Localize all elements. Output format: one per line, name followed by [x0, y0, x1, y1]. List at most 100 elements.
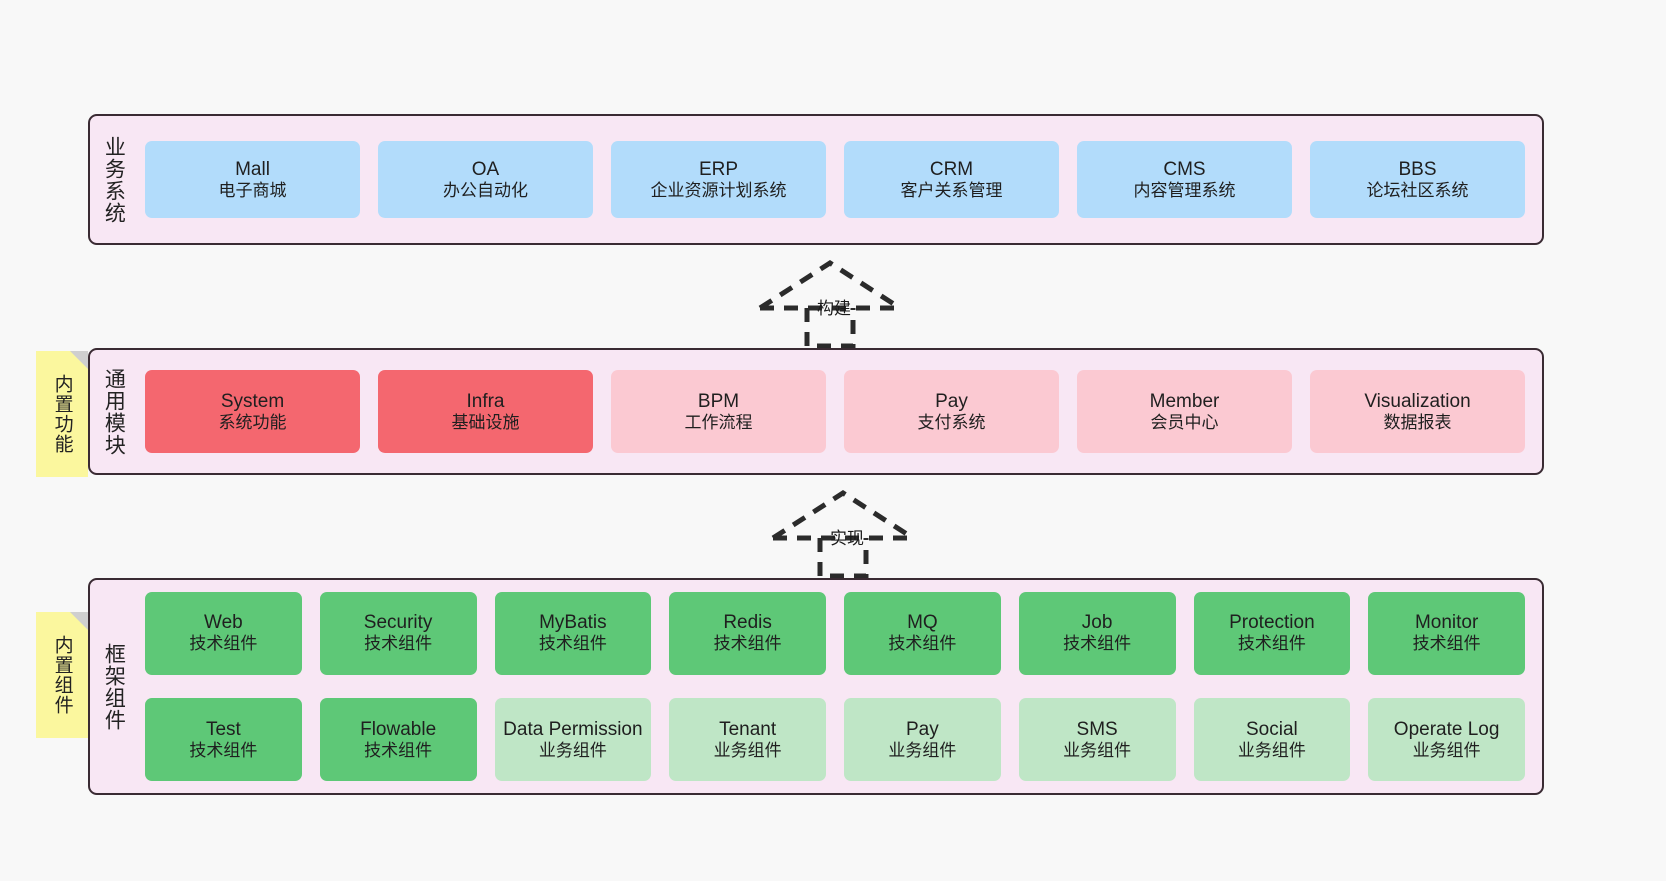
node-bbs-cn: 论坛社区系统 [1366, 180, 1469, 200]
node-job[interactable]: Job 技术组件 [1018, 591, 1176, 675]
node-bpm-en: BPM [697, 390, 740, 412]
node-tenant-en: Tenant [719, 718, 777, 740]
node-oa-cn: 办公自动化 [443, 180, 528, 200]
node-cms[interactable]: CMS 内容管理系统 [1077, 141, 1292, 218]
node-crm[interactable]: CRM 客户关系管理 [844, 141, 1059, 218]
node-data-permission-cn: 业务组件 [538, 740, 607, 760]
node-security-cn: 技术组件 [364, 634, 433, 654]
node-oa[interactable]: OA 办公自动化 [378, 141, 593, 218]
layer-body-common: System 系统功能 Infra 基础设施 BPM 工作流程 Pay 支付系统… [136, 350, 1542, 473]
node-tenant[interactable]: Tenant 业务组件 [669, 698, 826, 782]
node-infra-en: Infra [466, 390, 505, 412]
node-sms-cn: 业务组件 [1063, 740, 1132, 760]
node-data-permission[interactable]: Data Permission 业务组件 [494, 698, 652, 782]
node-security[interactable]: Security 技术组件 [319, 591, 477, 675]
node-sms-en: SMS [1076, 718, 1118, 740]
node-mall-en: Mall [235, 158, 270, 180]
node-mq-cn: 技术组件 [888, 634, 957, 654]
node-visualization-cn: 数据报表 [1383, 412, 1452, 432]
arrow-implement: 实现 [768, 488, 918, 579]
node-protection-cn: 技术组件 [1237, 634, 1306, 654]
node-system-en: System [220, 390, 285, 412]
node-operate-log-cn: 业务组件 [1412, 740, 1481, 760]
layer-framework-components[interactable]: 框架组件 Web 技术组件 Security 技术组件 MyBatis 技术组件… [88, 578, 1544, 795]
layer-common-modules[interactable]: 通用模块 System 系统功能 Infra 基础设施 BPM 工作流程 Pay [88, 348, 1544, 475]
node-job-en: Job [1081, 612, 1113, 634]
node-data-permission-en: Data Permission [503, 718, 643, 740]
node-member-en: Member [1149, 390, 1220, 412]
node-pay-module[interactable]: Pay 支付系统 [844, 370, 1059, 453]
node-pay-component-cn: 业务组件 [888, 740, 957, 760]
layer-body-framework: Web 技术组件 Security 技术组件 MyBatis 技术组件 Redi… [136, 580, 1542, 793]
framework-tech-row: Web 技术组件 Security 技术组件 MyBatis 技术组件 Redi… [136, 580, 1534, 687]
business-node-row: Mall 电子商城 OA 办公自动化 ERP 企业资源计划系统 CRM 客户关系… [136, 116, 1534, 243]
note-builtin-components[interactable]: 内置组件 [36, 612, 88, 738]
layer-body-business: Mall 电子商城 OA 办公自动化 ERP 企业资源计划系统 CRM 客户关系… [136, 116, 1542, 243]
node-web-en: Web [204, 612, 243, 634]
node-pay-component[interactable]: Pay 业务组件 [844, 698, 1001, 782]
node-test-en: Test [205, 718, 241, 740]
node-system-cn: 系统功能 [218, 412, 287, 432]
node-monitor[interactable]: Monitor 技术组件 [1368, 591, 1525, 675]
node-oa-en: OA [471, 158, 500, 180]
node-test[interactable]: Test 技术组件 [145, 698, 302, 782]
arrow-implement-label: 实现 [830, 529, 864, 548]
node-mq-en: MQ [907, 612, 938, 634]
node-job-cn: 技术组件 [1063, 634, 1132, 654]
node-redis-en: Redis [723, 612, 772, 634]
node-bbs[interactable]: BBS 论坛社区系统 [1310, 141, 1525, 218]
node-mybatis-en: MyBatis [539, 612, 607, 634]
node-social-en: Social [1246, 718, 1298, 740]
node-web[interactable]: Web 技术组件 [145, 591, 302, 675]
node-pay-module-cn: 支付系统 [917, 412, 986, 432]
layer-title-business: 业务系统 [102, 135, 126, 224]
node-infra[interactable]: Infra 基础设施 [378, 370, 593, 453]
note-builtin-components-label: 内置组件 [51, 635, 73, 715]
node-web-cn: 技术组件 [189, 634, 258, 654]
node-social[interactable]: Social 业务组件 [1193, 698, 1351, 782]
arrow-build: 构建 [755, 258, 905, 349]
arrow-build-label: 构建 [817, 299, 851, 318]
node-mybatis-cn: 技术组件 [538, 634, 607, 654]
node-bpm-cn: 工作流程 [684, 412, 753, 432]
node-flowable[interactable]: Flowable 技术组件 [319, 698, 477, 782]
node-erp-cn: 企业资源计划系统 [650, 180, 787, 200]
node-social-cn: 业务组件 [1237, 740, 1306, 760]
node-pay-component-en: Pay [906, 718, 939, 740]
node-member[interactable]: Member 会员中心 [1077, 370, 1292, 453]
node-mq[interactable]: MQ 技术组件 [844, 591, 1001, 675]
node-tenant-cn: 业务组件 [713, 740, 782, 760]
node-pay-module-en: Pay [935, 390, 968, 412]
framework-biz-row: Test 技术组件 Flowable 技术组件 Data Permission … [136, 687, 1534, 794]
node-flowable-cn: 技术组件 [364, 740, 433, 760]
node-monitor-en: Monitor [1414, 612, 1479, 634]
node-protection-en: Protection [1229, 612, 1315, 634]
node-cms-en: CMS [1163, 158, 1206, 180]
node-mybatis[interactable]: MyBatis 技术组件 [494, 591, 652, 675]
note-builtin-functions[interactable]: 内置功能 [36, 351, 88, 477]
node-bpm[interactable]: BPM 工作流程 [611, 370, 826, 453]
layer-business-systems[interactable]: 业务系统 Mall 电子商城 OA 办公自动化 ERP 企业资源计划系统 CRM [88, 114, 1544, 245]
node-security-en: Security [363, 612, 433, 634]
node-erp-en: ERP [698, 158, 739, 180]
node-crm-en: CRM [929, 158, 974, 180]
node-member-cn: 会员中心 [1150, 412, 1219, 432]
node-mall[interactable]: Mall 电子商城 [145, 141, 360, 218]
node-bbs-en: BBS [1398, 158, 1437, 180]
note-fold-icon [70, 612, 88, 630]
node-erp[interactable]: ERP 企业资源计划系统 [611, 141, 826, 218]
layer-title-common: 通用模块 [102, 367, 126, 456]
arrow-implement-glyph [771, 490, 915, 579]
node-monitor-cn: 技术组件 [1412, 634, 1481, 654]
node-test-cn: 技术组件 [189, 740, 258, 760]
node-redis-cn: 技术组件 [713, 634, 782, 654]
node-sms[interactable]: SMS 业务组件 [1018, 698, 1176, 782]
note-fold-icon [70, 351, 88, 369]
node-operate-log-en: Operate Log [1393, 718, 1500, 740]
node-protection[interactable]: Protection 技术组件 [1193, 591, 1351, 675]
node-operate-log[interactable]: Operate Log 业务组件 [1368, 698, 1525, 782]
node-system[interactable]: System 系统功能 [145, 370, 360, 453]
node-redis[interactable]: Redis 技术组件 [669, 591, 826, 675]
node-visualization[interactable]: Visualization 数据报表 [1310, 370, 1525, 453]
